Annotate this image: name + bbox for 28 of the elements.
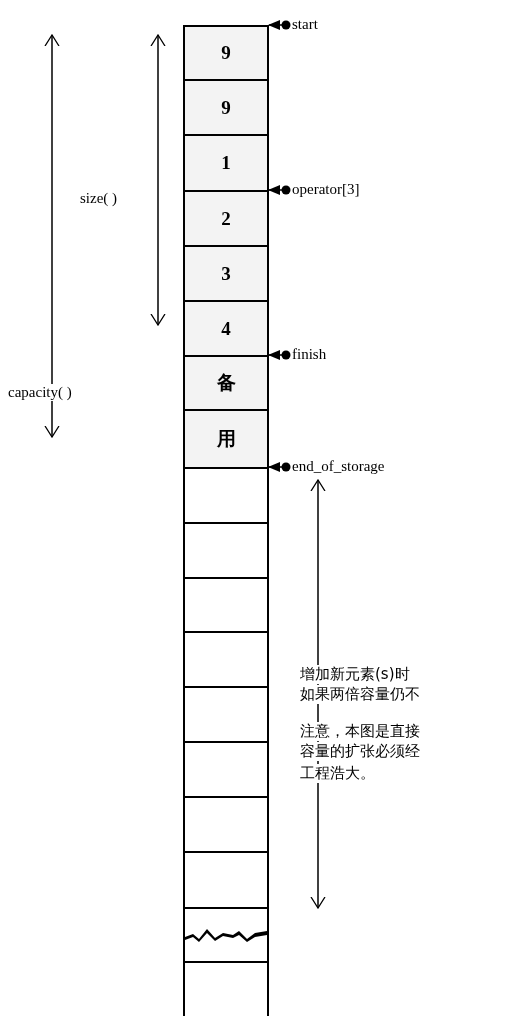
pointer-label: start — [292, 15, 318, 33]
empty-memory-cell — [183, 796, 269, 853]
empty-memory-cell — [183, 686, 269, 743]
pointer-label: operator[3] — [292, 180, 360, 198]
filled-memory-cell: 9 — [183, 25, 269, 81]
pointer-arrow — [268, 462, 291, 472]
empty-memory-cell — [183, 522, 269, 579]
filled-memory-cell: 3 — [183, 245, 269, 302]
capacity-label: capacity( ) — [8, 384, 72, 401]
empty-memory-cell — [183, 741, 269, 798]
pointer-arrow — [268, 20, 291, 30]
pointer-label: finish — [292, 345, 327, 363]
filled-memory-cell: 2 — [183, 190, 269, 247]
pointer-label: end_of_storage — [292, 457, 385, 475]
size-label: size( ) — [80, 190, 118, 207]
filled-memory-cell: 4 — [183, 300, 269, 357]
filled-memory-cell: 1 — [183, 134, 269, 192]
pointer-arrow — [268, 185, 291, 195]
empty-memory-cell — [183, 631, 269, 688]
filled-memory-cell: 备 — [183, 355, 269, 411]
empty-memory-cell — [183, 907, 269, 963]
empty-memory-cell — [183, 851, 269, 909]
filled-memory-cell: 9 — [183, 79, 269, 136]
pointer-arrow — [268, 350, 291, 360]
filled-memory-cell: 用 — [183, 409, 269, 469]
empty-memory-cell — [183, 577, 269, 633]
empty-memory-cell — [183, 961, 269, 1016]
empty-memory-cell — [183, 467, 269, 524]
